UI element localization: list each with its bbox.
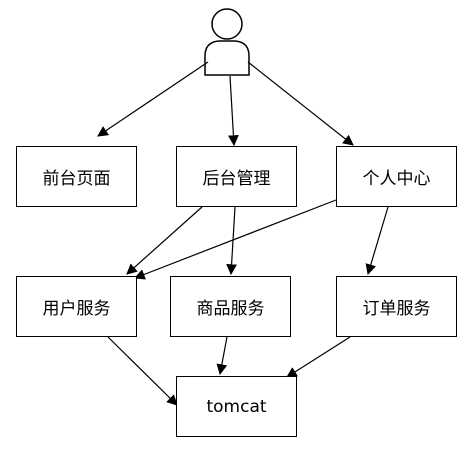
- node-backend-label: 后台管理: [202, 169, 271, 189]
- edge-product-service-tomcat: [216, 336, 228, 376]
- node-product-service: 商品服务: [170, 276, 291, 337]
- edge-backend-user-service: [126, 206, 203, 275]
- node-personal: 个人中心: [336, 146, 457, 207]
- edge-user-service-tomcat: [107, 336, 178, 406]
- edge-personal-user-service: [133, 199, 337, 280]
- edge-actor-frontend: [97, 61, 209, 137]
- node-frontend: 前台页面: [16, 146, 137, 207]
- node-frontend-label: 前台页面: [42, 169, 111, 189]
- node-user-service: 用户服务: [16, 276, 137, 337]
- node-order-service-label: 订单服务: [362, 299, 431, 319]
- node-order-service: 订单服务: [336, 276, 457, 337]
- node-backend: 后台管理: [176, 146, 297, 207]
- edge-actor-personal: [247, 61, 354, 146]
- node-tomcat: tomcat: [176, 376, 297, 437]
- node-product-service-label: 商品服务: [196, 299, 265, 319]
- node-user-service-label: 用户服务: [42, 299, 111, 319]
- edge-order-service-tomcat: [286, 336, 351, 378]
- user-actor-icon: [204, 8, 250, 76]
- edge-actor-backend: [228, 75, 239, 147]
- node-tomcat-label: tomcat: [206, 396, 267, 417]
- node-personal-label: 个人中心: [362, 169, 431, 189]
- edge-personal-order-service: [365, 206, 389, 276]
